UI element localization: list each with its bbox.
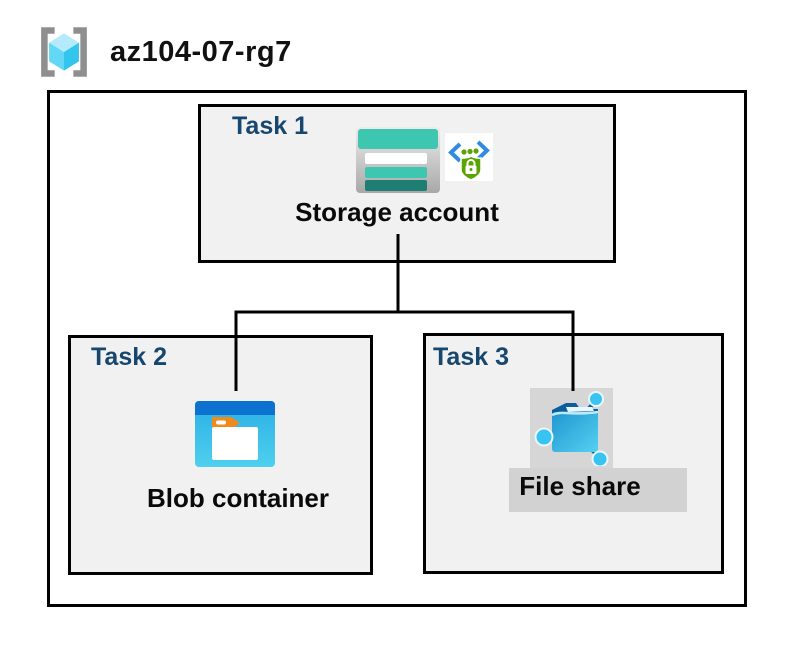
folder-tab: [212, 417, 240, 429]
lock-keyhole: [469, 168, 473, 171]
folder-body: [212, 427, 258, 460]
storage-account-icon: [356, 127, 440, 193]
task1-box: Task 1 Storage accoun: [198, 104, 616, 263]
file-share-label-band: [509, 468, 687, 512]
cube-top-face: [49, 33, 79, 52]
storage-stripe-teal: [365, 167, 427, 178]
resource-group-icon: [41, 27, 87, 77]
task3-label: Task 3: [433, 343, 509, 371]
paper-edge: [566, 407, 594, 412]
share-node-left: [534, 427, 554, 447]
task3-box: Task 3 File share: [423, 333, 724, 574]
storage-top-band: [358, 129, 438, 149]
left-bracket: [41, 27, 55, 77]
storage-stripe-white: [365, 153, 427, 164]
task2-label: Task 2: [91, 343, 167, 371]
file-share-icon: [534, 391, 609, 466]
share-node-bottom: [591, 450, 609, 466]
lock-shackle: [466, 159, 476, 166]
secure-transfer-icon: [445, 133, 493, 181]
angle-bracket-left: [448, 142, 462, 163]
folder-tab-dash: [216, 420, 226, 425]
dot: [473, 148, 479, 154]
file-share-label: File share: [519, 471, 641, 501]
right-bracket: [73, 27, 87, 77]
task1-label: Task 1: [232, 112, 308, 140]
storage-stripe-dark: [365, 180, 427, 191]
folder-highlight: [551, 410, 599, 417]
angle-bracket-right: [476, 140, 490, 161]
task2-box: Task 2 Blob container: [68, 335, 373, 575]
dot: [467, 148, 473, 155]
resource-group-name: az104-07-rg7: [110, 36, 292, 68]
file-share-icon-background: [530, 388, 613, 468]
share-node-top: [588, 391, 604, 407]
blob-window-titlebar: [195, 401, 275, 415]
dot: [461, 149, 467, 155]
cube-right-face: [64, 42, 79, 71]
folder-front: [552, 412, 598, 452]
storage-account-label: Storage account: [295, 197, 499, 227]
blob-container-icon: [195, 401, 275, 467]
blob-container-label: Blob container: [146, 483, 330, 513]
